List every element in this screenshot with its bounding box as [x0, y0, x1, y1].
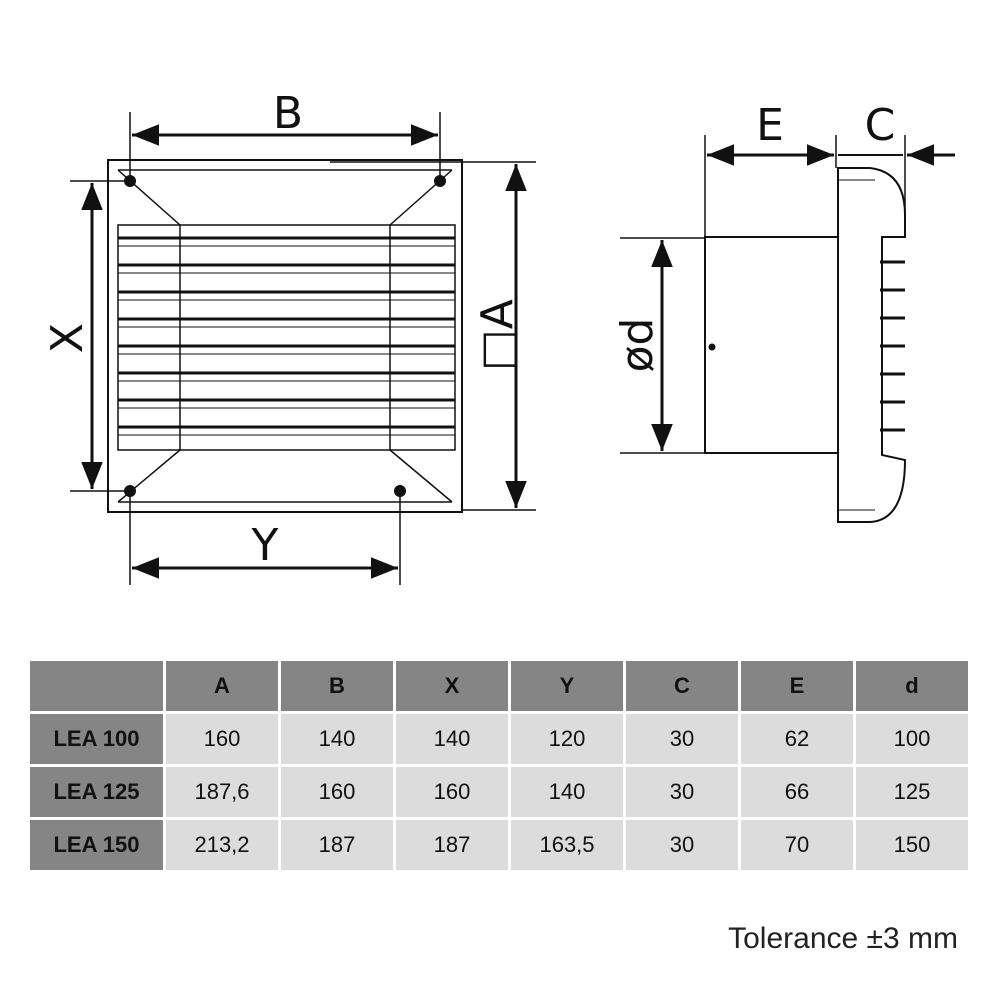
dim-label-c: C: [865, 100, 896, 151]
value-cell: 160: [396, 767, 508, 817]
header-cell: d: [856, 661, 968, 711]
value-cell: 150: [856, 820, 968, 870]
header-cell: C: [626, 661, 738, 711]
header-cell: Y: [511, 661, 623, 711]
technical-drawing: B □A X Y E C ød: [42, 88, 955, 585]
model-cell: LEA 100: [30, 714, 163, 764]
value-cell: 70: [741, 820, 853, 870]
value-cell: 140: [511, 767, 623, 817]
dim-label-x: X: [42, 323, 93, 353]
value-cell: 30: [626, 820, 738, 870]
header-cell: X: [396, 661, 508, 711]
value-cell: 120: [511, 714, 623, 764]
tolerance-note: Tolerance ±3 mm: [728, 922, 958, 955]
dim-label-b: B: [273, 88, 303, 139]
front-view: [70, 112, 536, 585]
value-cell: 160: [166, 714, 278, 764]
value-cell: 187,6: [166, 767, 278, 817]
header-cell: E: [741, 661, 853, 711]
value-cell: 213,2: [166, 820, 278, 870]
dim-label-e: E: [756, 100, 784, 151]
side-view: [620, 135, 955, 523]
table-header-row: A B X Y C E d: [30, 661, 968, 711]
header-cell: [30, 661, 163, 711]
value-cell: 30: [626, 714, 738, 764]
value-cell: 100: [856, 714, 968, 764]
value-cell: 140: [396, 714, 508, 764]
value-cell: 140: [281, 714, 393, 764]
dim-label-d: ød: [612, 318, 663, 373]
model-cell: LEA 125: [30, 767, 163, 817]
model-cell: LEA 150: [30, 820, 163, 870]
value-cell: 30: [626, 767, 738, 817]
header-cell: A: [166, 661, 278, 711]
dim-label-a: □A: [472, 299, 523, 371]
value-cell: 187: [281, 820, 393, 870]
value-cell: 163,5: [511, 820, 623, 870]
dim-label-y: Y: [251, 520, 279, 571]
value-cell: 187: [396, 820, 508, 870]
value-cell: 125: [856, 767, 968, 817]
mounting-holes: [124, 175, 446, 497]
value-cell: 62: [741, 714, 853, 764]
value-cell: 160: [281, 767, 393, 817]
value-cell: 66: [741, 767, 853, 817]
header-cell: B: [281, 661, 393, 711]
